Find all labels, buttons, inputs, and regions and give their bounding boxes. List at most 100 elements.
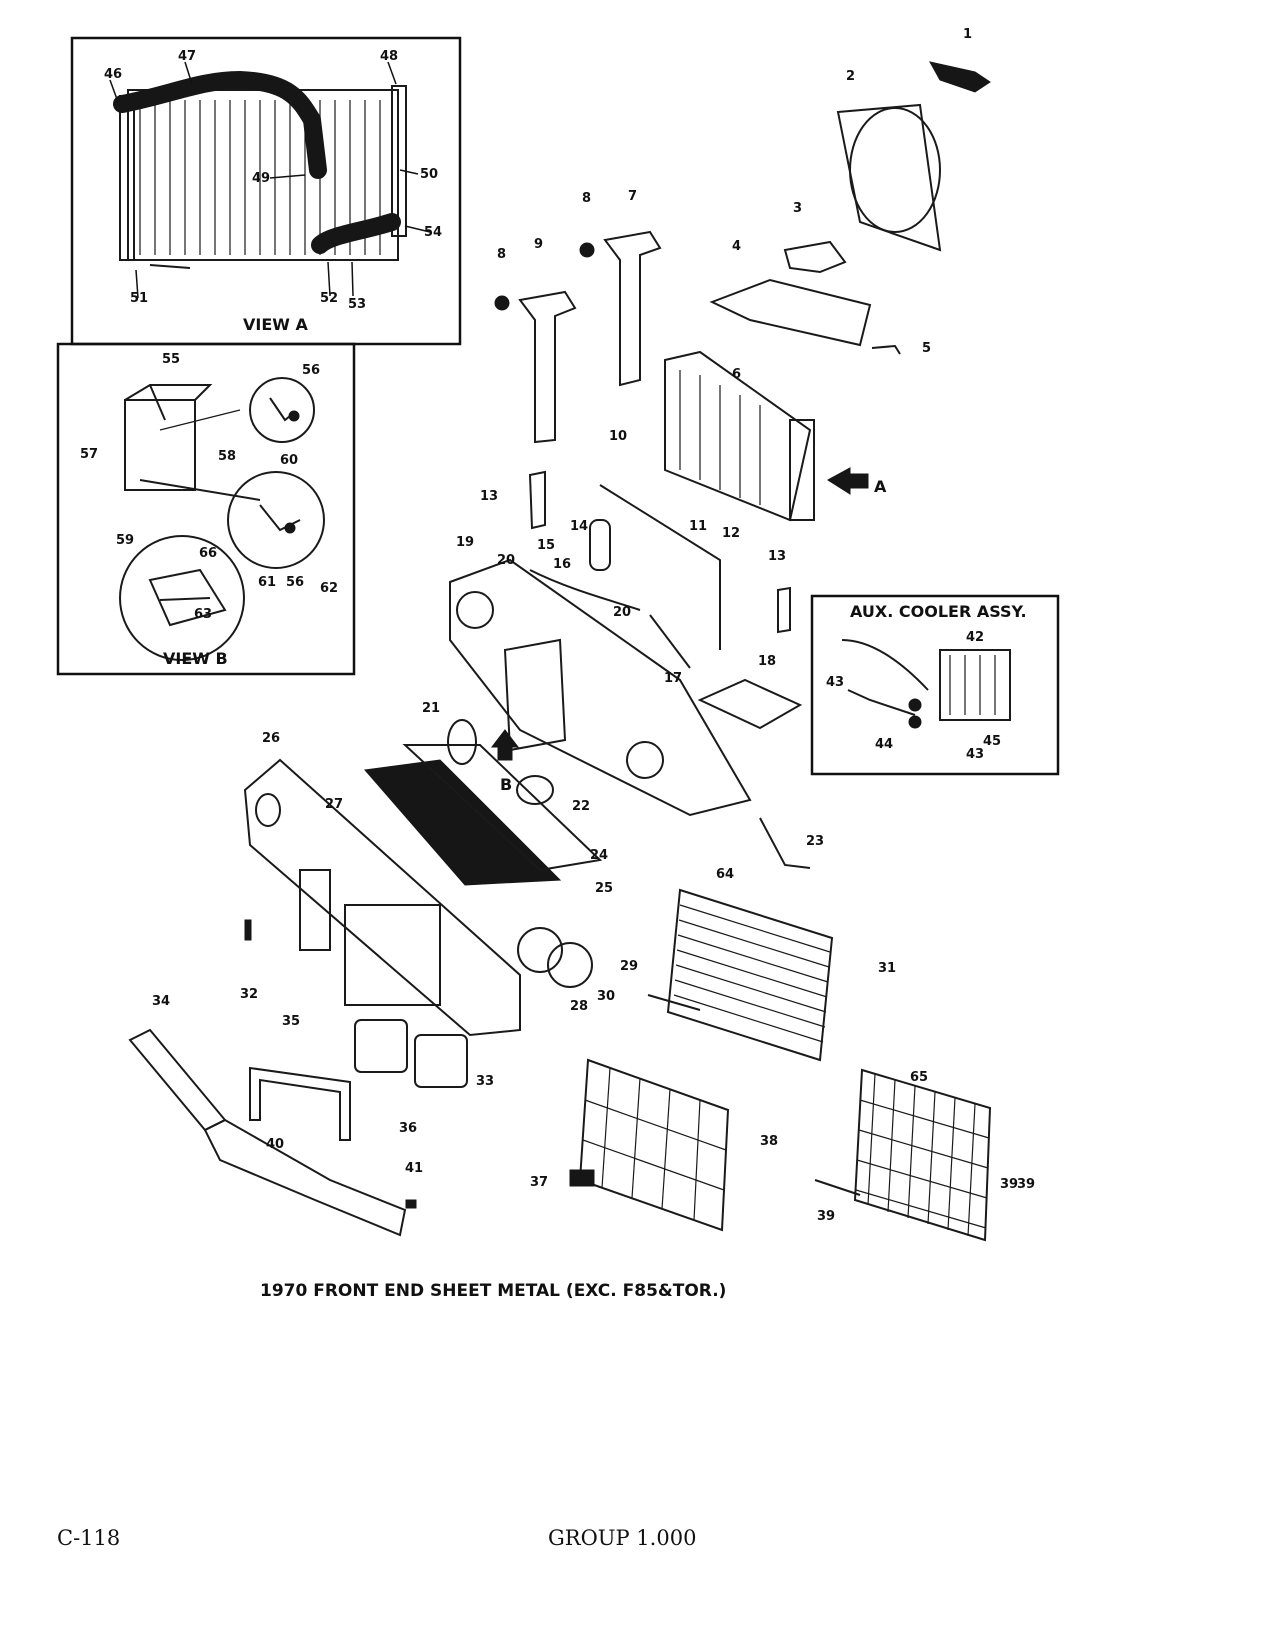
- callout-3: 3: [793, 201, 802, 216]
- callout-62: 62: [320, 581, 338, 596]
- callout-19: 19: [456, 535, 474, 550]
- group-label: GROUP 1.000: [548, 1526, 696, 1550]
- callout-55: 55: [162, 352, 180, 367]
- arrow-b-label: B: [500, 775, 512, 794]
- callout-63: 63: [194, 607, 212, 622]
- callout-46: 46: [104, 67, 122, 82]
- part-1-hose: [929, 61, 991, 93]
- callout-20a: 20: [497, 553, 515, 568]
- part-34-support: [128, 1028, 227, 1132]
- callout-48: 48: [380, 49, 398, 64]
- aux-cooler-inset: [810, 594, 1060, 776]
- callout-56b: 56: [286, 575, 304, 590]
- callout-10: 10: [609, 429, 627, 444]
- part-9-bracket: [518, 290, 577, 444]
- part-40-support: [203, 1118, 407, 1237]
- callout-65: 65: [910, 1070, 928, 1085]
- callout-30: 30: [597, 989, 615, 1004]
- callout-45: 45: [983, 734, 1001, 749]
- callout-6: 6: [732, 367, 741, 382]
- callout-38: 38: [760, 1134, 778, 1149]
- callout-33: 33: [476, 1074, 494, 1089]
- callout-66: 66: [199, 546, 217, 561]
- callout-23: 23: [806, 834, 824, 849]
- callout-24: 24: [590, 848, 608, 863]
- part-4-baffle: [709, 278, 872, 347]
- callout-21: 21: [422, 701, 440, 716]
- callout-26: 26: [262, 731, 280, 746]
- view-b-inset: [56, 342, 356, 676]
- callout-49: 49: [252, 171, 270, 186]
- page-number: C-118: [57, 1526, 120, 1550]
- callout-5: 5: [922, 341, 931, 356]
- callout-51: 51: [130, 291, 148, 306]
- callout-41: 41: [405, 1161, 423, 1176]
- view-b-title: VIEW B: [163, 649, 228, 668]
- part-14-drier: [589, 519, 611, 571]
- callout-39b: 39: [817, 1209, 835, 1224]
- diagram-caption: 1970 FRONT END SHEET METAL (EXC. F85&TOR…: [260, 1281, 726, 1301]
- callout-28: 28: [570, 999, 588, 1014]
- callout-11: 11: [689, 519, 707, 534]
- callout-20b: 20: [613, 605, 631, 620]
- arrow-a-label: A: [874, 477, 887, 496]
- aux-cooler-title: AUX. COOLER ASSY.: [850, 602, 1027, 621]
- callout-4: 4: [732, 239, 741, 254]
- callout-8a: 8: [582, 191, 591, 206]
- part-38-grille-frame: [578, 1058, 730, 1232]
- callout-12: 12: [722, 526, 740, 541]
- callout-22: 22: [572, 799, 590, 814]
- callout-29: 29: [620, 959, 638, 974]
- part-26-header-panel: [243, 758, 521, 1037]
- callout-37: 37: [530, 1175, 548, 1190]
- callout-32: 32: [240, 987, 258, 1002]
- lower-hose: [311, 213, 401, 254]
- callout-16: 16: [553, 557, 571, 572]
- callout-57: 57: [80, 447, 98, 462]
- callout-42: 42: [966, 630, 984, 645]
- arrow-a: [827, 467, 869, 495]
- part-2-fan-shroud: [836, 103, 942, 252]
- arrow-b: [490, 729, 520, 761]
- part-31-grille: [666, 888, 834, 1062]
- part-6-radiator: [664, 350, 815, 522]
- part-19-radiator-support: [449, 558, 752, 817]
- callout-7: 7: [628, 189, 637, 204]
- callout-14: 14: [570, 519, 588, 534]
- callout-27: 27: [325, 797, 343, 812]
- callout-35: 35: [282, 1014, 300, 1029]
- callout-59: 59: [116, 533, 134, 548]
- view-a-title: VIEW A: [243, 315, 308, 334]
- callout-43b: 43: [966, 747, 984, 762]
- callout-50: 50: [420, 167, 438, 182]
- callout-labels: 1 2 3 4 5 6 7 8 8 9 10 11 12 13 13 14 15…: [80, 27, 1035, 1224]
- callout-44: 44: [875, 737, 893, 752]
- callout-64: 64: [716, 867, 734, 882]
- callout-56a: 56: [302, 363, 320, 378]
- callout-8b: 8: [497, 247, 506, 262]
- callout-54: 54: [424, 225, 442, 240]
- callout-40: 40: [266, 1137, 284, 1152]
- callout-15: 15: [537, 538, 555, 553]
- callout-58: 58: [218, 449, 236, 464]
- callout-43a: 43: [826, 675, 844, 690]
- callout-13a: 13: [480, 489, 498, 504]
- part-25-deflector: [364, 759, 562, 886]
- part-39-mesh-grille: [853, 1068, 992, 1242]
- callout-34: 34: [152, 994, 170, 1009]
- callout-36: 36: [399, 1121, 417, 1136]
- callout-47: 47: [178, 49, 196, 64]
- callout-18: 18: [758, 654, 776, 669]
- part-7-bracket: [603, 230, 662, 387]
- callout-9: 9: [534, 237, 543, 252]
- callout-13b: 13: [768, 549, 786, 564]
- callout-1: 1: [963, 27, 972, 42]
- part-18-tray: [697, 678, 803, 730]
- callout-31: 31: [878, 961, 896, 976]
- callout-2: 2: [846, 69, 855, 84]
- callout-60: 60: [280, 453, 298, 468]
- callout-39a: 39: [1017, 1177, 1035, 1192]
- callout-53: 53: [348, 297, 366, 312]
